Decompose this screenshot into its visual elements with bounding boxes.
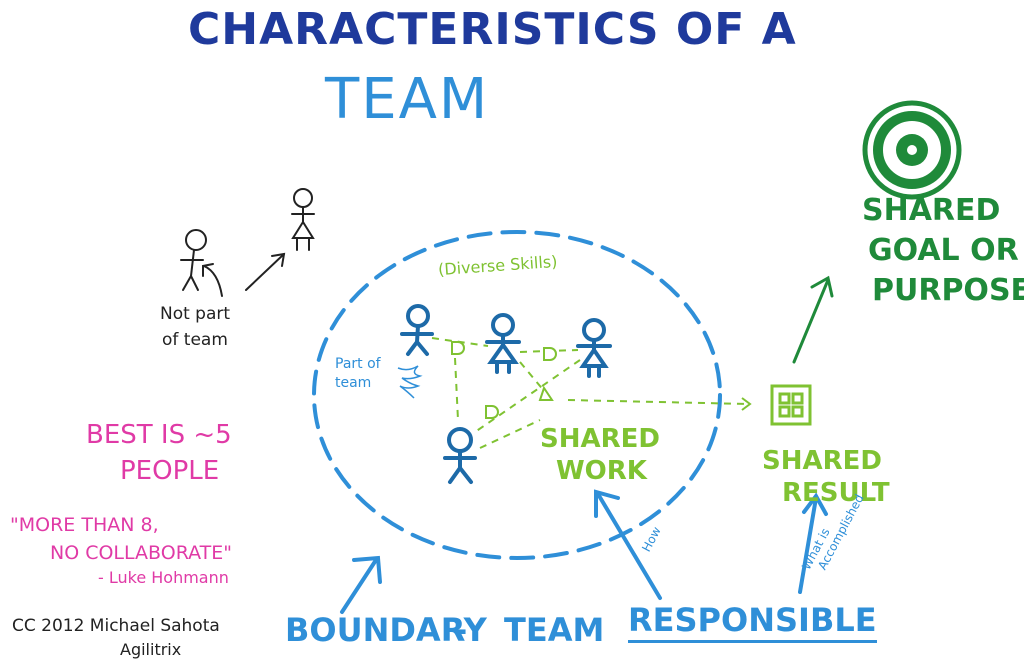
- shared-work-label-line-1: SHARED: [540, 424, 660, 454]
- credit-line-2: Agilitrix: [120, 640, 182, 659]
- arrow-to-goal: [792, 275, 834, 364]
- part-of-team-label-line-1: Part of: [335, 356, 381, 372]
- goal-label-line-3: PURPOSE: [872, 273, 1024, 308]
- member-figure-1: [400, 304, 434, 356]
- shared-result-label-line-2: RESULT: [782, 478, 890, 508]
- outsider-figure-2: [291, 188, 315, 251]
- goal-label-line-1: SHARED: [862, 193, 1001, 228]
- credit-line-1: CC 2012 Michael Sahota: [12, 616, 220, 636]
- team-size-line-1: BEST IS ~5: [86, 420, 232, 450]
- quote-author: - Luke Hohmann: [98, 568, 229, 587]
- team-size-line-2: PEOPLE: [120, 456, 220, 486]
- responsible-label: RESPONSIBLE: [628, 604, 877, 643]
- goal-label-line-2: GOAL OR: [868, 233, 1019, 268]
- member-figure-2: [485, 313, 521, 374]
- outsider-figure-1: [180, 229, 207, 291]
- not-part-label-line-1: Not part: [160, 304, 231, 324]
- quote-line-2: NO COLLABORATE": [50, 542, 232, 564]
- shared-work-label-line-2: WORK: [556, 456, 647, 486]
- member-figure-4: [443, 427, 477, 484]
- quote-line-1: "MORE THAN 8,: [10, 514, 159, 536]
- title-line-2: TEAM: [325, 67, 490, 132]
- skill-nodes: [451, 341, 557, 419]
- team-label: TEAM: [504, 611, 605, 649]
- shared-result-label-line-1: SHARED: [762, 446, 882, 476]
- team-arrow: [594, 489, 662, 600]
- title-line-1: CHARACTERISTICS OF A: [188, 4, 797, 55]
- bottom-dash: -: [454, 611, 468, 649]
- result-arrowhead: [741, 397, 752, 411]
- team-boundary-circle: [312, 230, 722, 560]
- boundary-arrow: [340, 555, 382, 614]
- target-icon: [862, 100, 962, 200]
- result-box-icon: [770, 384, 812, 426]
- member-figure-3: [576, 318, 612, 378]
- part-of-team-arrows: [397, 365, 423, 399]
- boundary-label: BOUNDARY: [285, 611, 487, 649]
- part-of-team-label-line-2: team: [335, 375, 372, 391]
- responsible-arrow: [798, 492, 828, 594]
- not-part-label-line-2: of team: [162, 330, 228, 350]
- outsider-arrows: [202, 252, 286, 297]
